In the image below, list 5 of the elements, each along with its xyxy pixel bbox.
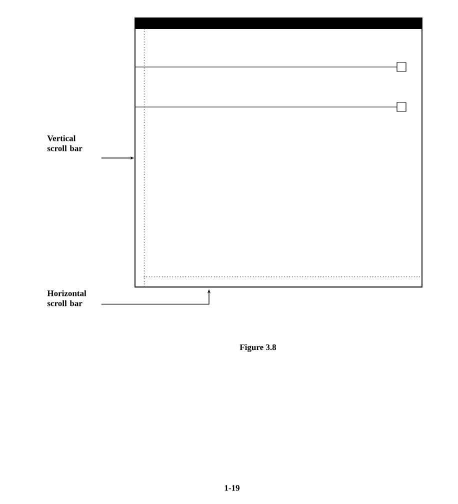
scroll-bar (144, 276, 422, 278)
page-number: 1-19 (224, 485, 240, 491)
figure-caption: Figure 3.8 (240, 344, 276, 352)
callout-label: Vertical scroll bar (47, 135, 82, 152)
callout-label: Horizontal scroll bar (47, 290, 86, 306)
